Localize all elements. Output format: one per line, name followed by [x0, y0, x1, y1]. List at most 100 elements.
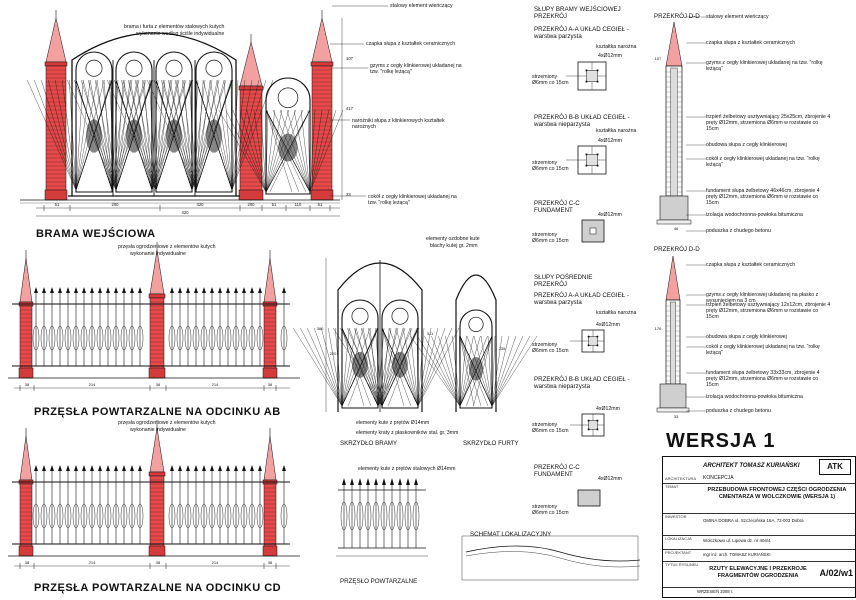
- gate-panel-0-lattice: [111, 79, 126, 191]
- lbl-strz-2: strzemiony Ø6mm co 15cm: [532, 160, 569, 172]
- tb-r4k: LOKALIZACJA: [665, 536, 692, 541]
- dim-dd2-h: 176: [655, 326, 662, 331]
- lbl-zbr-5: 4xØ12mm: [596, 406, 620, 412]
- leaf-gate-p0-rosette: [351, 307, 369, 325]
- leaf-wicket-panel-lattice: [459, 335, 475, 407]
- annot-1: stalowy element wieńczący: [390, 3, 453, 9]
- fence-cd-spear: [250, 465, 254, 471]
- dim-brama-v1: 417: [346, 106, 354, 111]
- sec-bb2: PRZEKRÓJ B-B UKŁAD CEGIEŁ - warstwa niep…: [534, 376, 630, 390]
- sec-bb2-rebar: [596, 419, 599, 422]
- sec-aa2-core: [588, 336, 598, 346]
- leaf-gate-p0-lattice: [341, 327, 350, 407]
- gate-panel-1-lattice: [81, 79, 117, 191]
- fence-ab-spear: [242, 287, 246, 293]
- gate-panel-3-lattice: [168, 79, 197, 191]
- fence-ab-spear: [218, 287, 222, 293]
- fence-ab-loop: [232, 325, 240, 351]
- gate-panel-2-lattice: [155, 79, 171, 191]
- leaf-gate-p1-lattice: [417, 327, 432, 407]
- gate-panel-1-lattice: [151, 79, 173, 191]
- sec-slupy-posr: SŁUPY POŚREDNIE PRZEKRÓJ: [534, 274, 593, 288]
- tb-r5k: PROJEKTANT: [665, 550, 692, 555]
- gate-panel-2-lattice: [135, 79, 157, 191]
- fence-cd-spear: [58, 465, 62, 471]
- wicket-panel-ornament: [278, 133, 298, 162]
- fence-ab-loop: [136, 325, 144, 351]
- dim-brama-4: 51: [272, 202, 277, 207]
- dim-brama-0: 51: [55, 202, 60, 207]
- repeat-loop: [340, 501, 348, 531]
- wicket-panel-lattice: [265, 109, 268, 193]
- gate-panel-3-lattice: [231, 79, 239, 191]
- leaf-wicket-panel-lattice: [438, 335, 461, 407]
- wicket-panel-lattice: [265, 109, 275, 193]
- gate-panel-1-rosette: [125, 59, 143, 77]
- fence-ab-loop: [64, 325, 72, 351]
- gate-panel-1-ornament: [126, 119, 142, 153]
- note-cd-1: przęsła ogrodzeniowe z elementów kutych: [118, 420, 216, 426]
- leaf-gate-p0-lattice: [293, 327, 343, 407]
- dd-1-pad: [656, 219, 692, 225]
- leaf-gate-p1-lattice: [354, 327, 383, 407]
- fence-ab-spear: [98, 287, 102, 293]
- repeat-spear: [406, 478, 410, 485]
- fence-ab-dim-4: 38: [268, 382, 273, 387]
- fence-ab-loop: [216, 325, 224, 351]
- fence-cd-spear: [138, 465, 142, 471]
- lbl-strz-3: strzemiony Ø6mm co 15cm: [532, 232, 569, 244]
- fence-ab-spear: [50, 287, 54, 293]
- gate-panel-2-frame: [155, 51, 193, 193]
- wicket-panel-lattice: [218, 109, 267, 193]
- repeat-spear: [358, 478, 362, 485]
- fence-ab-pillar-1-plinth: [148, 367, 166, 379]
- gate-panel-0-lattice: [27, 79, 77, 191]
- dd1-note-3: trzpień żelbetowy usztywniający 25x25cm,…: [706, 114, 831, 132]
- fence-ab-loop: [208, 325, 216, 351]
- lbl-zbr-2: 4xØ12mm: [598, 138, 622, 144]
- fence-cd-loop: [256, 503, 264, 529]
- repeat-loop: [364, 501, 372, 531]
- sec-cc2: PRZEKRÓJ C-C FUNDAMENT: [534, 464, 580, 478]
- leaf-gate-p1-lattice: [417, 327, 460, 407]
- lbl-strz-1: strzemiony Ø6mm co 15cm: [532, 74, 569, 86]
- dd2-note-6: izolacja wodochronna-powłoka bitumiczna: [706, 394, 803, 400]
- gate-panel-2-lattice: [121, 79, 157, 191]
- site-road-2: [465, 551, 641, 568]
- fence-ab-loop: [72, 325, 80, 351]
- leaf-wicket-panel-lattice: [491, 335, 496, 407]
- fence-ab-spear: [202, 287, 206, 293]
- sec-aa-rebar: [585, 69, 588, 72]
- tb-firm: ARCHITEKT TOMASZ KURIAŃSKI: [703, 463, 800, 469]
- leaf-wicket-panel-lattice: [491, 335, 510, 407]
- wicket-panel-lattice: [253, 109, 267, 193]
- leaf-gate-p1-lattice: [340, 327, 383, 407]
- fence-cd-spear: [218, 465, 222, 471]
- gate-panel-3-lattice: [231, 79, 260, 191]
- fence-ab-loop: [112, 325, 120, 351]
- wicket-panel-lattice: [265, 109, 282, 193]
- gate-panel-0-rosette: [85, 59, 103, 77]
- repeat-spear: [342, 478, 346, 485]
- lbl-zbr-6: 4xØ12mm: [598, 476, 622, 482]
- leaf-gate-p1-lattice: [409, 327, 419, 407]
- gate-pillar-right-roof: [311, 17, 333, 63]
- leaf-wicket-panel-lattice: [487, 335, 493, 407]
- tb-r6k: TYTUŁ RYSUNKU: [665, 562, 699, 567]
- annot-2: czapka słupa z kształtek ceramicznych: [366, 41, 456, 47]
- gate-panel-1-lattice: [102, 79, 117, 191]
- gate-pillar-left-roof: [45, 17, 67, 63]
- fence-ab-spear: [258, 287, 262, 293]
- gate-panel-3-rosette: [205, 59, 223, 77]
- gate-panel-3-lattice: [154, 79, 197, 191]
- leaf-gate-p0-lattice: [321, 327, 343, 407]
- fence-cd-loop: [136, 503, 144, 529]
- fence-cd-spear: [130, 465, 134, 471]
- fence-ab-loop: [280, 325, 288, 351]
- fence-cd-loop: [216, 503, 224, 529]
- fence-cd-spear: [202, 465, 206, 471]
- dim-brama-total: 420: [182, 210, 190, 215]
- fence-ab-spear: [122, 287, 126, 293]
- gate-panel-0-lattice: [111, 79, 133, 191]
- dd1-note-7: izolacja wodochronna-powłoka bitumiczna: [706, 212, 803, 218]
